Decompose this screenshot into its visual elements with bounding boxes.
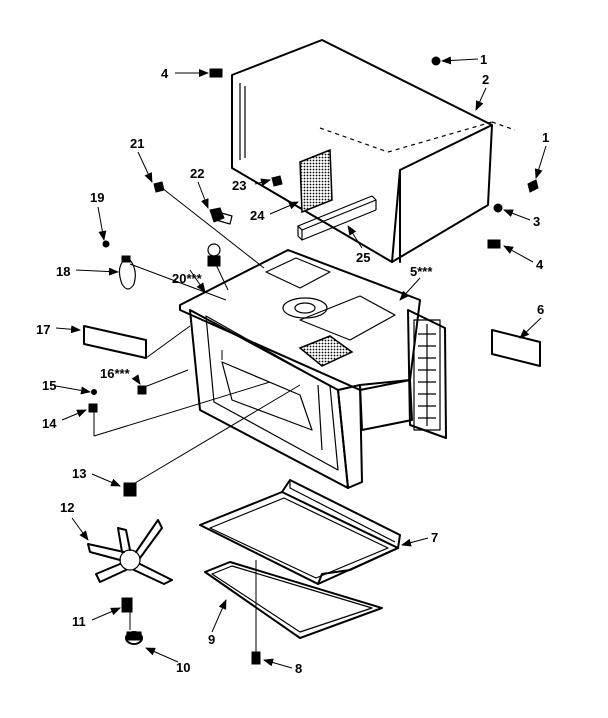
bushing-11 [121, 597, 133, 613]
screw-19 [102, 240, 110, 248]
outer-cabinet [231, 39, 516, 263]
label-part-8: 8 [295, 661, 302, 676]
screw-1a [431, 56, 441, 66]
coupler-13 [123, 482, 137, 497]
label-part-4a: 4 [161, 66, 169, 81]
screw-21 [153, 181, 165, 193]
label-part-4b: 4 [536, 257, 544, 272]
callout-leaders [55, 56, 547, 669]
screw-4b [487, 239, 501, 249]
label-plate [491, 329, 541, 367]
screw-1b [527, 179, 539, 193]
washer-3 [493, 203, 503, 213]
screw-16 [137, 385, 147, 395]
label-part-1b: 1 [542, 130, 549, 145]
label-part-15: 15 [42, 378, 56, 393]
bottom-frame [204, 561, 383, 639]
oven-cavity-assembly [179, 249, 447, 489]
interlock-switch-22 [209, 207, 233, 225]
label-part-21: 21 [130, 136, 144, 151]
label-part-6: 6 [537, 302, 544, 317]
foot-10 [125, 631, 143, 645]
label-part-14: 14 [42, 416, 57, 431]
screw-4a [209, 68, 223, 78]
label-part-18: 18 [56, 264, 70, 279]
screw-8 [251, 560, 261, 665]
base-tray [199, 479, 401, 585]
label-part-5: 5*** [410, 264, 433, 279]
grommet-14 [88, 403, 98, 413]
label-part-10: 10 [176, 660, 190, 675]
screw-23 [271, 175, 283, 187]
label-part-9: 9 [208, 632, 215, 647]
switch-20 [207, 243, 221, 267]
label-part-23: 23 [232, 178, 246, 193]
label-part-24: 24 [250, 208, 265, 223]
label-part-20: 20*** [172, 271, 203, 286]
label-part-16: 16*** [100, 366, 131, 381]
label-part-17: 17 [36, 322, 50, 337]
control-panel-grid [413, 319, 441, 431]
label-part-13: 13 [72, 466, 86, 481]
side-panel-strip [83, 325, 147, 359]
label-part-12: 12 [60, 500, 74, 515]
vent-panel [299, 148, 333, 214]
label-part-3: 3 [533, 214, 540, 229]
label-part-19: 19 [90, 190, 104, 205]
lamp-18 [118, 255, 136, 290]
screw-15 [91, 389, 97, 395]
label-part-7: 7 [431, 530, 438, 545]
label-part-25: 25 [356, 250, 370, 265]
label-part-2: 2 [482, 72, 489, 87]
label-part-22: 22 [190, 166, 204, 181]
bracket-bar [297, 195, 377, 241]
label-part-11: 11 [72, 614, 86, 629]
reference-lines [93, 187, 301, 630]
callout-labels: 1 2 1 3 4 4 5*** 6 7 8 9 10 11 12 13 14 … [36, 52, 549, 676]
stirrer-fan-12 [87, 519, 173, 585]
label-part-1a: 1 [480, 52, 487, 67]
